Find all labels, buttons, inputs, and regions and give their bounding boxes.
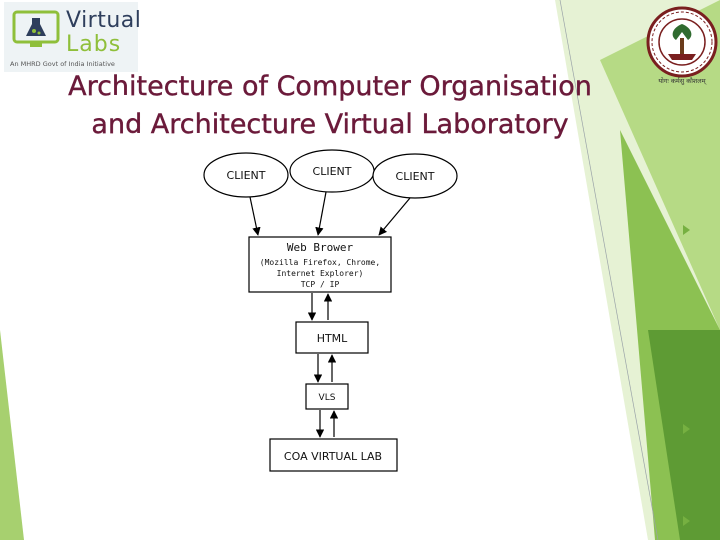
client-right-node [372,153,458,199]
slide-title: Architecture of Computer Organisation an… [0,68,660,144]
virtual-labs-word-top: Virtual [66,8,142,33]
institute-motto: योगः कर्मसु कौशलम् [658,77,706,85]
web-browser-line-4: TCP / IP [301,280,340,289]
client-left-arrow [249,196,261,236]
client-left-node [203,152,289,198]
html-box-label: HTML [317,332,348,345]
client-right-label: CLIENT [396,170,435,183]
web-browser-title: Web Brower [287,241,354,254]
coa-virtual-lab-box [269,438,398,472]
slide-title-line-2: and Architecture Virtual Laboratory [91,109,569,140]
vls-box [305,383,349,410]
slide-bullet-icon [683,225,690,235]
slide-title-line-1: Architecture of Computer Organisation [68,71,592,102]
flask-monitor-icon [12,10,60,47]
web-browser-line-3: Internet Explorer) [277,269,364,278]
client-center-arrow [315,191,327,236]
virtual-labs-logo: Virtual Labs An MHRD Govt of India Initi… [4,2,142,72]
slide-bullet-icon [683,424,690,434]
vls-box-label: VLS [319,393,336,403]
html-box [295,321,369,354]
web-browser-box [248,236,392,293]
virtual-labs-word-bottom: Labs [66,32,122,57]
virtual-labs-tagline: An MHRD Govt of India Initiative [10,60,115,68]
web-browser-line-2: (Mozilla Firefox, Chrome, [260,258,380,267]
slide-bullet-icon [683,516,690,526]
client-left-label: CLIENT [227,169,266,182]
institute-emblem-icon: योगः कर्मसु कौशलम् [646,6,718,85]
coa-virtual-lab-label: COA VIRTUAL LAB [284,450,382,463]
client-right-arrow [378,197,411,236]
client-center-label: CLIENT [313,165,352,178]
